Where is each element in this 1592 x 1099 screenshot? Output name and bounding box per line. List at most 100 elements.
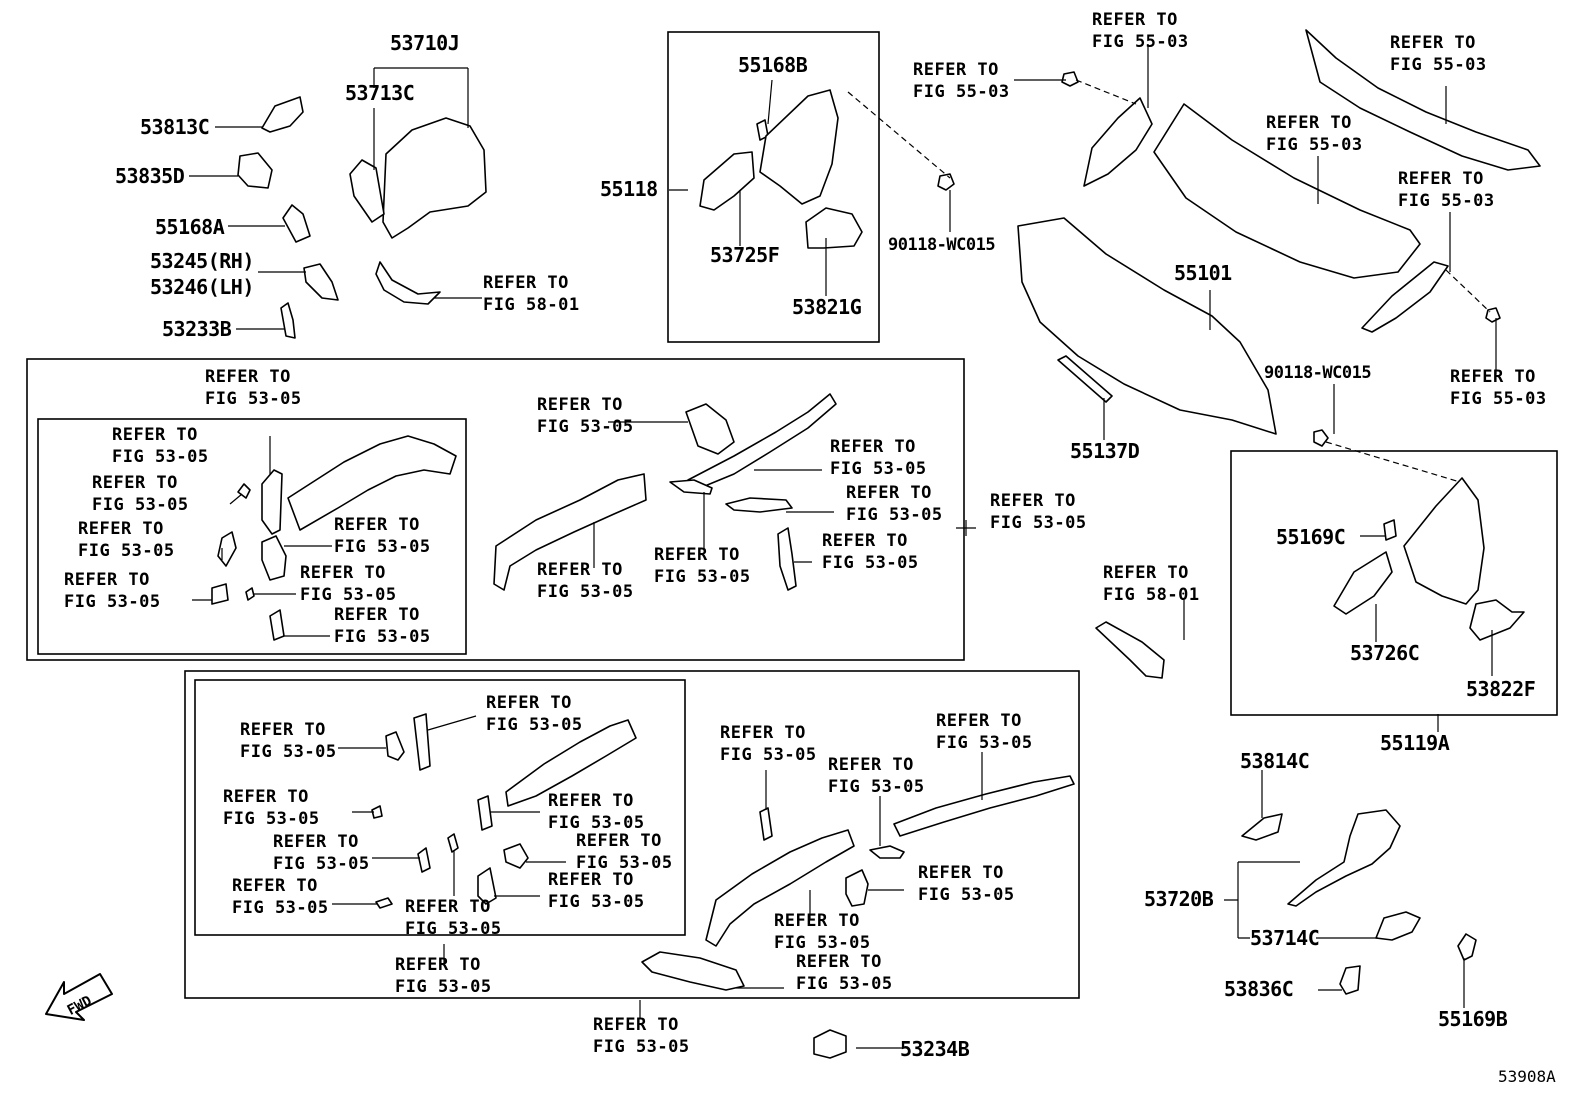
part-53713C [349,159,385,223]
label-90118-b: 90118-WC015 [1264,363,1371,383]
label-53720B: 53720B [1144,887,1214,911]
refer-lf-3-prefix: REFER TO [92,473,178,493]
refer-rf-7-fig: FIG 53-05 [548,892,645,912]
part-upper-frame-right [505,719,637,807]
part-53814C [1241,813,1283,841]
part-lower-rail-right [641,951,745,991]
refer-55-03-f-prefix: REFER TO [1450,367,1536,387]
label-55169B: 55169B [1438,1007,1508,1031]
part-55118-panel [759,89,839,205]
part-side-member-left [493,473,647,591]
part-55168A [282,204,311,243]
refer-rf-4-prefix: REFER TO [548,791,634,811]
refer-rf-8-prefix: REFER TO [232,876,318,896]
refer-rf-11-prefix: REFER TO [720,723,806,743]
label-53835D: 53835D [115,164,185,188]
part-53836C [1339,965,1361,995]
part-bracket-left-c [217,531,237,567]
refer-rf-17-prefix: REFER TO [593,1015,679,1035]
refer-lf-11-prefix: REFER TO [846,483,932,503]
refer-58-01-left-fig: FIG 58-01 [483,295,580,315]
refer-lf-9-prefix: REFER TO [537,395,623,415]
label-53246: 53246(LH) [150,275,254,299]
part-pin-left-f [245,587,255,601]
label-55119A: 55119A [1380,731,1450,755]
diagram-id: 53908A [1498,1067,1556,1086]
refer-rf-12-fig: FIG 53-05 [936,733,1033,753]
part-cowl-side-55-03 [1083,97,1153,187]
part-58-01-right [1095,621,1165,679]
refer-rf-8-fig: FIG 53-05 [232,898,329,918]
label-53726C: 53726C [1350,641,1419,665]
part-55169B [1457,933,1477,961]
label-53813C: 53813C [140,115,209,139]
refer-lf-1-prefix: REFER TO [205,367,291,387]
part-90118-bolt-b [1313,429,1329,447]
part-bracket-right-l [845,869,869,907]
part-brace-left-a [261,469,283,535]
part-clip-right-i [375,897,393,909]
label-53836C: 53836C [1224,977,1293,1001]
refer-lf-9-fig: FIG 53-05 [537,417,634,437]
refer-lf-2-fig: FIG 53-05 [112,447,209,467]
group-frame-left-front-inner [37,418,467,655]
part-53710J [382,117,487,239]
refer-lf-14-prefix: REFER TO [654,545,740,565]
part-strip-right-k [869,845,905,859]
refer-55-03-c-fig: FIG 55-03 [1390,55,1487,75]
refer-lf-3-fig: FIG 53-05 [92,495,189,515]
group-frame-left-front [26,358,965,661]
refer-lf-12-fig: FIG 53-05 [990,513,1087,533]
dashed-line-90118-b [1325,441,1461,483]
refer-lf-12-prefix: REFER TO [990,491,1076,511]
leader-lines [189,44,1497,1049]
part-55169C [1383,519,1397,541]
refer-lf-15-prefix: REFER TO [537,560,623,580]
part-53233B [280,302,296,339]
part-pin-right-f [447,833,459,853]
part-bracket-right-e [417,847,431,873]
part-53821G [805,207,863,249]
part-rail-upper-left [687,393,837,489]
refer-rf-12-prefix: REFER TO [936,711,1022,731]
group-frame-55118 [667,31,880,343]
refer-lf-10-prefix: REFER TO [830,437,916,457]
refer-55-03-b-fig: FIG 55-03 [1092,32,1189,52]
refer-rf-13-fig: FIG 53-05 [828,777,925,797]
part-53725F [699,151,755,211]
part-rail-upper-right [893,775,1075,837]
label-55101: 55101 [1174,261,1232,285]
part-plate-left-g [269,609,285,641]
part-bracket-right-a [385,731,405,761]
refer-55-03-e-prefix: REFER TO [1398,169,1484,189]
refer-rf-17-fig: FIG 53-05 [593,1037,690,1057]
refer-rf-4-fig: FIG 53-05 [548,813,645,833]
part-90118-bolt-a [937,173,955,191]
part-55101-dash-panel [1017,217,1277,435]
label-53713C: 53713C [345,81,414,105]
refer-rf-5-prefix: REFER TO [273,832,359,852]
refer-58-01-right-prefix: REFER TO [1103,563,1189,583]
refer-lf-6-prefix: REFER TO [64,570,150,590]
refer-rf-3-prefix: REFER TO [223,787,309,807]
refer-rf-16-fig: FIG 53-05 [796,974,893,994]
part-53720B [1287,809,1401,907]
part-clip-right-c [371,805,383,819]
label-53714C: 53714C [1250,926,1319,950]
part-bracket-left-e [211,583,229,605]
part-pillar-right-b [413,713,431,771]
refer-rf-2-prefix: REFER TO [240,720,326,740]
refer-55-03-b-prefix: REFER TO [1092,10,1178,30]
refer-rf-15-fig: FIG 53-05 [774,933,871,953]
part-cowl-brace-55-03 [1361,261,1449,333]
part-53245 [303,263,339,301]
label-55118: 55118 [600,177,658,201]
refer-58-01-right-fig: FIG 58-01 [1103,585,1200,605]
label-53725F: 53725F [710,243,779,267]
part-upper-frame-left [287,435,457,531]
refer-lf-7-fig: FIG 53-05 [300,585,397,605]
part-53234B [813,1029,847,1059]
group-frame-right-front [184,670,1080,999]
part-53835D [237,152,273,189]
